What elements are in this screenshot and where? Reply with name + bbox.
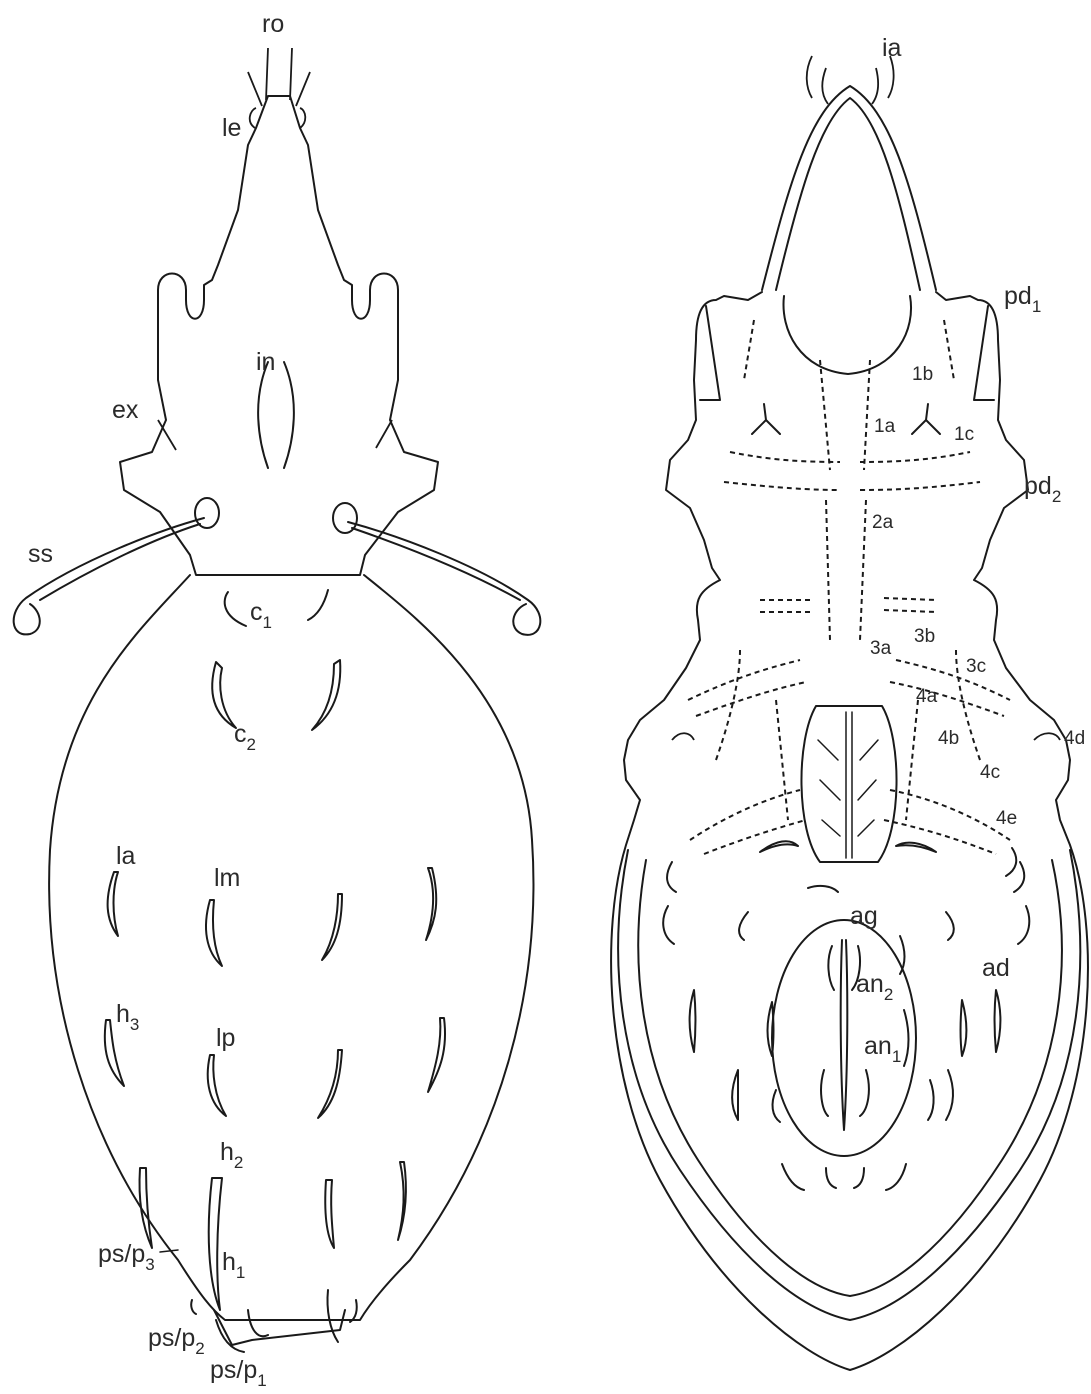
genital-setae <box>818 712 878 858</box>
label-ss: ss <box>28 540 53 568</box>
label-ps-p1: ps/p1 <box>210 1356 267 1390</box>
label-lm: lm <box>214 864 240 892</box>
epimeral-borders <box>688 320 1010 854</box>
label-ps-p3: ps/p3 <box>98 1240 155 1274</box>
label-an2: an2 <box>856 970 893 1004</box>
label-4a: 4a <box>916 686 938 707</box>
label-h3: h3 <box>116 1000 139 1034</box>
label-4d: 4d <box>1064 728 1085 749</box>
pedotectum-1 <box>700 306 720 400</box>
label-2a: 2a <box>872 512 894 533</box>
lateral-seta-4d-left <box>672 733 694 740</box>
pedotectum-1-right <box>974 306 994 400</box>
adanal-setae <box>663 841 1029 1190</box>
label-ro: ro <box>262 10 284 38</box>
label-3a: 3a <box>870 638 892 659</box>
ventral-view: ia pd1 1b 1a 1c pd2 2a 3b 3a 3c 4a 4b 4d… <box>611 34 1088 1370</box>
trifid-mark-right <box>912 404 940 434</box>
rostral-setae <box>248 48 310 106</box>
label-1b: 1b <box>912 364 933 385</box>
ventral-body-outline <box>611 292 1088 1370</box>
label-ex: ex <box>112 396 139 424</box>
label-h1: h1 <box>222 1248 245 1282</box>
label-le: le <box>222 114 241 142</box>
interlamellar-setae <box>258 362 294 468</box>
label-3c: 3c <box>966 656 986 677</box>
rostrum-outline <box>762 86 936 290</box>
label-h2: h2 <box>220 1138 243 1172</box>
genital-plate <box>801 706 896 862</box>
ps-p3-pointer <box>160 1250 178 1252</box>
lateral-seta-4d-right <box>1034 733 1060 740</box>
label-ia: ia <box>882 34 902 62</box>
label-ad: ad <box>982 954 1010 982</box>
infracapitulum <box>784 296 912 374</box>
label-4b: 4b <box>938 728 959 749</box>
label-3b: 3b <box>914 626 935 647</box>
label-4e: 4e <box>996 808 1017 829</box>
label-pd1: pd1 <box>1004 282 1041 316</box>
notogastral-setae <box>105 590 445 1352</box>
exobothridial-seta-left <box>158 420 176 450</box>
label-an1: an1 <box>864 1032 901 1066</box>
label-in: in <box>256 348 275 376</box>
label-1a: 1a <box>874 416 896 437</box>
notogaster-outline <box>49 575 533 1320</box>
label-pd2: pd2 <box>1024 472 1061 506</box>
label-lp: lp <box>216 1024 235 1052</box>
label-4c: 4c <box>980 762 1000 783</box>
exobothridial-seta-right <box>376 420 392 448</box>
label-c1: c1 <box>250 598 272 632</box>
adoral-setae <box>807 56 894 104</box>
dorsal-view: ro le in ex ss c1 c2 la lm h3 lp h2 h1 p… <box>14 10 541 1390</box>
label-ag: ag <box>850 902 878 930</box>
posterior-bulge <box>214 1310 345 1345</box>
anal-slit <box>841 940 848 1130</box>
label-1c: 1c <box>954 424 974 445</box>
label-c2: c2 <box>234 720 256 754</box>
rostrum-inner <box>776 98 920 290</box>
trifid-mark-left <box>752 404 780 434</box>
label-la: la <box>116 842 136 870</box>
label-ps-p2: ps/p2 <box>148 1324 205 1358</box>
prodorsum-outline <box>120 96 438 575</box>
